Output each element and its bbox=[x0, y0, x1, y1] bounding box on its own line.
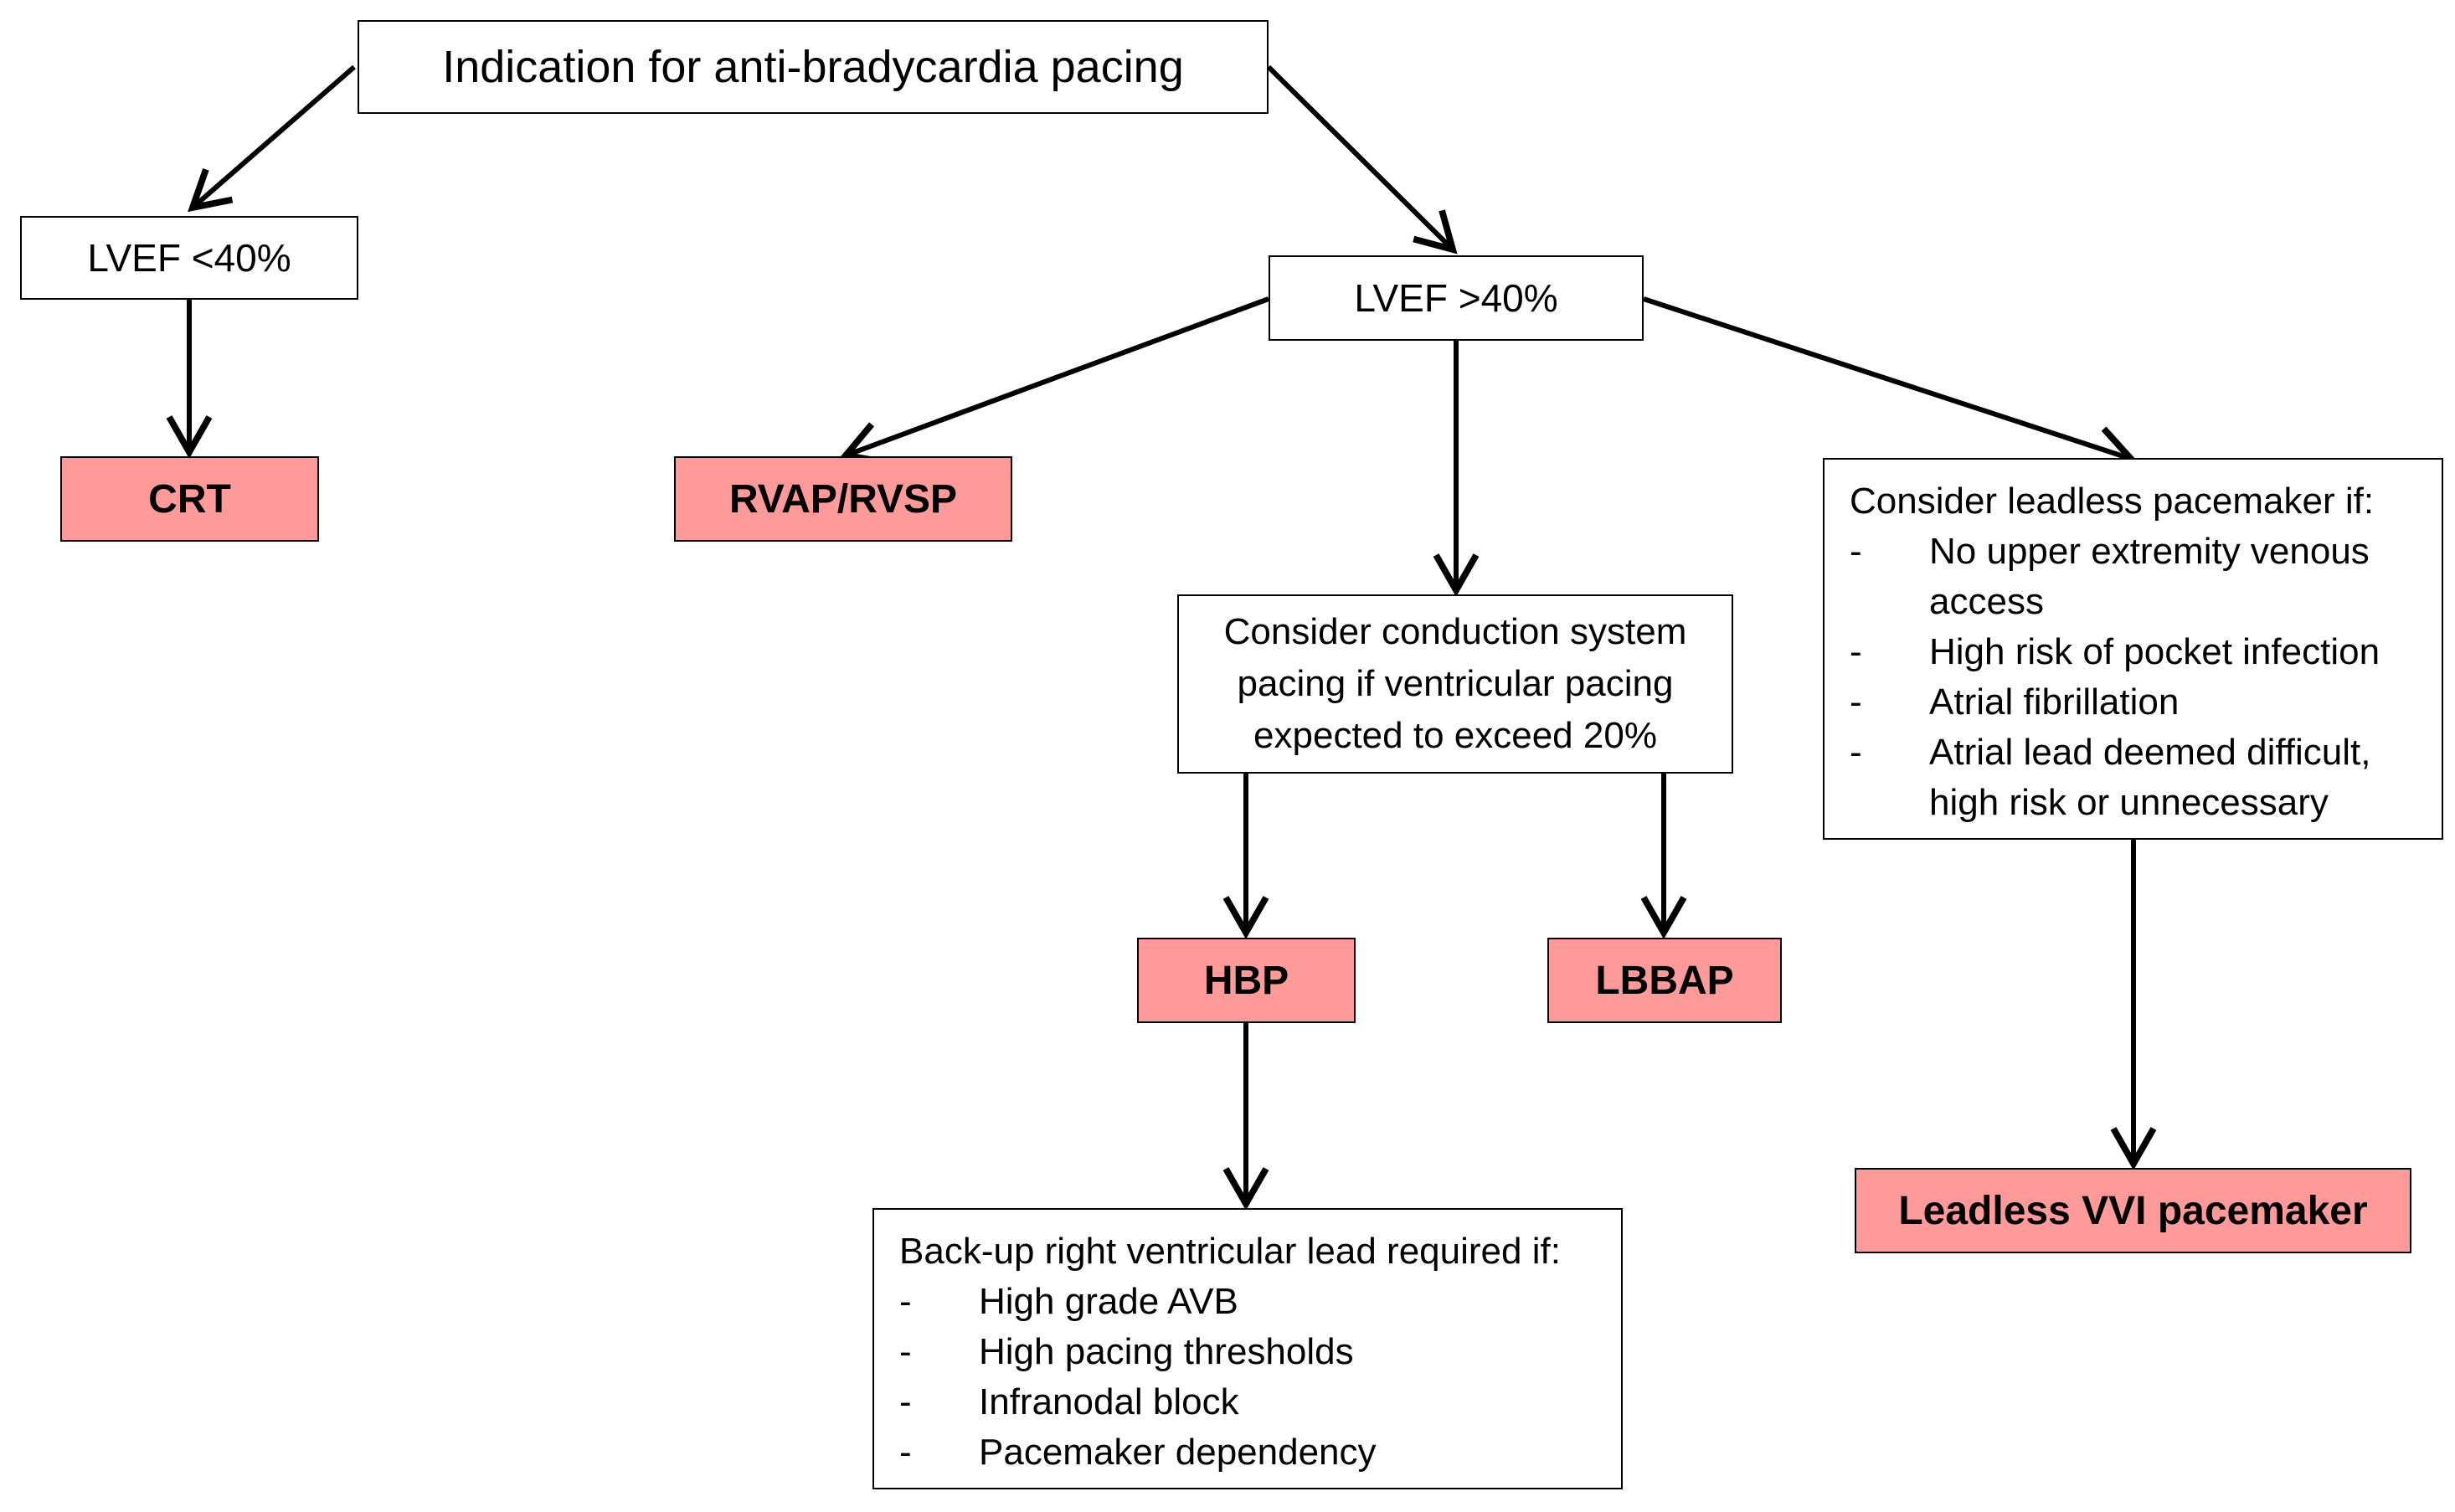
list-item: - High risk of pocket infection bbox=[1850, 627, 2420, 677]
lvef-high-label: LVEF >40% bbox=[1354, 276, 1558, 320]
hbp-label: HBP bbox=[1203, 958, 1289, 1003]
lbbap-label: LBBAP bbox=[1595, 958, 1734, 1003]
bullet-dash: - bbox=[899, 1331, 912, 1372]
bullet-dash: - bbox=[899, 1381, 912, 1422]
list-item-text: High pacing thresholds bbox=[979, 1331, 1354, 1372]
bullet-dash: - bbox=[1850, 531, 1862, 572]
leadless-vvi-node: Leadless VVI pacemaker bbox=[1855, 1168, 2411, 1253]
list-item: - Atrial fibrillation bbox=[1850, 677, 2420, 728]
lvef-low-node: LVEF <40% bbox=[20, 216, 358, 300]
list-item-text: High risk of pocket infection bbox=[1929, 631, 2380, 672]
leadless-vvi-label: Leadless VVI pacemaker bbox=[1898, 1188, 2368, 1233]
list-item-text: Infranodal block bbox=[979, 1381, 1239, 1422]
list-item: - High grade AVB bbox=[899, 1277, 1599, 1327]
backup-lead-criteria-title: Back-up right ventricular lead required … bbox=[899, 1231, 1561, 1272]
arrow-lvef-high-to-rvap bbox=[839, 296, 1270, 465]
crt-label: CRT bbox=[148, 476, 231, 522]
list-item-text: Pacemaker dependency bbox=[979, 1432, 1377, 1473]
arrow-root-to-lvef-low bbox=[188, 64, 356, 213]
arrow-lvef-high-to-leadless bbox=[1643, 296, 2138, 471]
bullet-dash: - bbox=[1850, 732, 1862, 773]
list-item: - Pacemaker dependency bbox=[899, 1427, 1599, 1478]
conduction-system-pacing-label: Consider conduction system pacing if ven… bbox=[1223, 611, 1687, 756]
lvef-high-node: LVEF >40% bbox=[1269, 255, 1644, 341]
list-item-text: High grade AVB bbox=[979, 1281, 1238, 1322]
bullet-dash: - bbox=[1850, 631, 1862, 672]
list-item-text: Atrial fibrillation bbox=[1929, 681, 2180, 723]
rvap-rvsp-label: RVAP/RVSP bbox=[728, 476, 958, 522]
list-item: - High pacing thresholds bbox=[899, 1327, 1599, 1377]
bullet-dash: - bbox=[899, 1432, 912, 1473]
crt-node: CRT bbox=[60, 456, 319, 542]
list-item: - Atrial lead deemed difficult, high ris… bbox=[1850, 728, 2420, 828]
hbp-node: HBP bbox=[1137, 938, 1356, 1023]
leadless-criteria-title: Consider leadless pacemaker if: bbox=[1850, 481, 2375, 522]
bullet-dash: - bbox=[899, 1281, 912, 1322]
list-item: - No upper extremity venous access bbox=[1850, 527, 2420, 627]
leadless-criteria-box: Consider leadless pacemaker if: - No upp… bbox=[1823, 458, 2443, 840]
backup-lead-criteria-box: Back-up right ventricular lead required … bbox=[872, 1208, 1623, 1489]
list-item: - Infranodal block bbox=[899, 1377, 1599, 1427]
root-node-label: Indication for anti-bradycardia pacing bbox=[442, 42, 1184, 92]
list-item-text: Atrial lead deemed difficult, high risk … bbox=[1929, 732, 2371, 823]
lvef-low-label: LVEF <40% bbox=[87, 236, 291, 280]
rvap-rvsp-node: RVAP/RVSP bbox=[674, 456, 1012, 542]
root-node: Indication for anti-bradycardia pacing bbox=[358, 20, 1269, 114]
lbbap-node: LBBAP bbox=[1547, 938, 1782, 1023]
arrow-root-to-lvef-high bbox=[1266, 64, 1458, 255]
list-item-text: No upper extremity venous access bbox=[1929, 531, 2370, 622]
bullet-dash: - bbox=[1850, 681, 1862, 723]
conduction-system-pacing-node: Consider conduction system pacing if ven… bbox=[1177, 594, 1733, 774]
